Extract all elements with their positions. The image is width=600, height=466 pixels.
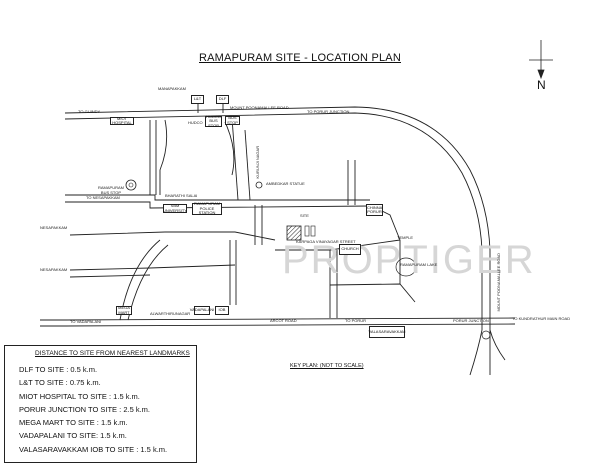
label-to-kundrathur: TO KUNDRATHUR MAIN ROAD (512, 316, 571, 321)
key-plan-note: KEY PLAN: (NOT TO SCALE) (290, 363, 364, 369)
label-to-porur-2: TO PORUR (345, 318, 367, 323)
site-marker (286, 225, 302, 241)
label-alwarthirunagar: ALWARTHIRUNAGAR (150, 311, 191, 316)
bharathi-salai (65, 194, 370, 201)
landmark-church: CHURCH (339, 244, 361, 255)
statue-icon (255, 181, 263, 189)
label-to-vadapalani: TO VADAPALANI (70, 319, 102, 324)
label-porur-junction: PORUR JUNCTION (453, 318, 489, 323)
landmark-valasaravakkam: VALASARAVAKKAM (369, 326, 405, 338)
distance-legend: DISTANCE TO SITE FROM NEAREST LANDMARKS … (4, 345, 197, 463)
roads (40, 95, 516, 376)
label-hudco: HUDCO (188, 120, 203, 125)
landmark-sbm-university: SBM UNIVERSITY (163, 203, 188, 213)
label-site: SITE (300, 213, 309, 218)
map-title-text: RAMAPURAM SITE - LOCATION PLAN (199, 52, 401, 64)
landmark-lt: L&T (191, 95, 204, 104)
label-ramapuram-lake: RAMAPURAM LAKE (400, 262, 438, 267)
landmark-hudco-bus: HUDCO BUS STOP (205, 113, 222, 128)
legend-item: L&T TO SITE : 0.75 k.m. (19, 378, 101, 388)
label-arcot-road: ARCOT ROAD (270, 318, 297, 323)
label-to-guindy: TO GUINDY (78, 109, 101, 114)
label-to-nesapakkam: TO NESAPAKKAM (86, 195, 120, 200)
mount-poonamallee-road-south (64, 112, 483, 330)
landmark-police-station: RAMAPURAM POLICE STATION (192, 201, 222, 216)
landmark-miot: MIOT HOSPITAL (110, 116, 134, 125)
label-nesapakkam-2: NESAPAKKAM (40, 267, 68, 272)
label-mount-poonamallee-vertical: MOUNT POONAMALLEE ROAD (496, 252, 502, 312)
label-ramapuram-bus: RAMAPURAM BUS STOP (97, 185, 124, 195)
label-ambedkar: AMBEDKAR STATUE (266, 181, 305, 186)
label-kurunji-nagar: KURUNJI NAGAR (255, 145, 261, 179)
legend-item: DLF TO SITE : 0.5 k.m. (19, 365, 98, 374)
legend-item: VADAPALANI TO SITE: 1.5 k.m. (19, 431, 127, 441)
landmark-bus-stop: BUS STOP (225, 115, 240, 125)
label-manapakkam: MANAPAKKAM (158, 86, 186, 91)
label-temple: TEMPLE (397, 235, 414, 240)
legend-item: MEGA MART TO SITE : 1.5 k.m. (19, 418, 128, 428)
landmark-chinna-porur: CHINNA PORUR (366, 204, 383, 216)
landmark-dlf: DLF (216, 95, 229, 104)
label-to-porur: TO PORUR JUNCTION (307, 109, 350, 114)
legend-heading: DISTANCE TO SITE FROM NEAREST LANDMARKS (35, 350, 190, 357)
arcot-road-north (64, 317, 516, 321)
label-karpaga-vinayagar: KARPAGA VINAYAGAR STREET (296, 239, 356, 244)
map-title: RAMAPURAM SITE - LOCATION PLAN (0, 52, 600, 64)
north-arrow-icon (529, 40, 553, 80)
roundabout-icon (125, 179, 137, 191)
legend-list: DLF TO SITE : 0.5 k.m. L&T TO SITE : 0.7… (5, 363, 196, 456)
arcot-road-south (64, 323, 516, 327)
legend-item: MIOT HOSPITAL TO SITE : 1.5 k.m. (19, 391, 140, 401)
landmark-iob: IOB (215, 306, 229, 315)
watermark: PROPTIGER (282, 238, 536, 282)
legend-item: VALASARAVAKKAM IOB TO SITE : 1.5 k.m. (19, 444, 168, 454)
lake-icon (395, 257, 417, 277)
north-label: N (537, 78, 546, 92)
landmark-mega-mart: MEGA MART (116, 305, 132, 315)
landmark-vadapalani: VADAPALANI (190, 306, 214, 315)
label-nesapakkam-1: NESAPAKKAM (40, 225, 68, 230)
label-bharathi-salai: BHARATHI SALAI (165, 193, 198, 198)
legend-item: PORUR JUNCTION TO SITE : 2.5 k.m. (19, 404, 150, 414)
label-mount-poonamallee: MOUNT POONAMALLEE ROAD (230, 105, 289, 110)
mount-poonamallee-road-north (64, 106, 491, 375)
